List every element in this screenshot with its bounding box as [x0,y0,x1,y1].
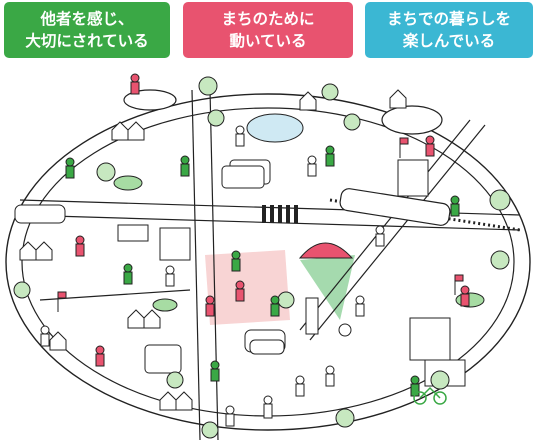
town-map-illustration [5,73,531,441]
people [40,73,470,427]
pool [381,105,443,135]
parasol [298,242,354,259]
tag-cared-for-line2: 大切にされている [25,32,149,50]
tower [305,297,319,335]
tag-enjoying-town-life-line1: まちでの暮らしを [386,10,511,28]
road-diagonal [299,119,471,331]
wheelchair-icon [338,323,352,337]
trees [13,76,511,439]
tag-cared-for-line1: 他者を感じ、 [40,10,134,28]
tag-cared-for[interactable]: 他者を感じ、 大切にされている [4,2,170,58]
ring-road-outer [5,93,531,431]
tag-enjoying-town-life[interactable]: まちでの暮らしを 楽しんでいる [365,2,533,58]
road-vertical-left-2 [209,89,219,441]
tag-working-for-town-line2: 動いている [229,32,307,50]
crosswalk [262,205,298,223]
bus [221,165,265,189]
flags [57,137,464,312]
plaza-pink [205,250,290,325]
green-fan [300,255,355,320]
fountain [123,89,177,111]
car [249,339,285,355]
road-horizontal-mid-2 [17,214,521,231]
tag-working-for-town[interactable]: まちのために 動いている [183,2,353,58]
bicycle-icon [413,386,447,405]
tag-enjoying-town-life-line2: 楽しんでいる [402,32,496,50]
houses [19,89,407,411]
tag-working-for-town-line1: まちのために [221,10,315,28]
train-car [339,188,451,226]
road-vertical-left [191,89,201,441]
pond [246,113,304,143]
road-diagonal-2 [309,124,486,341]
